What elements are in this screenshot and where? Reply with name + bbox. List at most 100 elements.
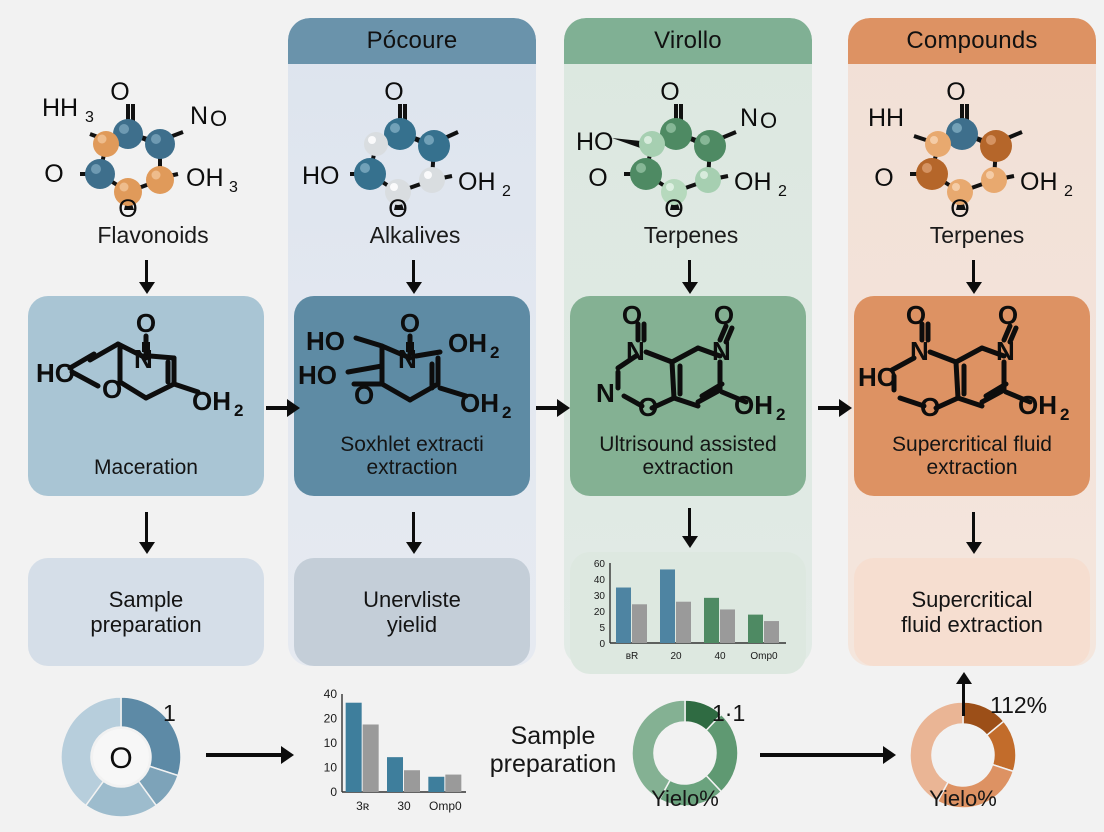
svg-text:OH: OH [734,390,773,420]
svg-text:HH: HH [868,104,904,132]
arrow-bottom-2 [760,753,884,757]
donut-left-chart: O [60,696,182,818]
svg-text:N: N [596,378,615,408]
compound-label-2: Alkalives [369,222,461,248]
svg-text:O: O [400,308,420,338]
svg-text:O: O [109,742,132,775]
svg-text:O: O [588,164,607,192]
svg-text:2: 2 [502,403,511,422]
svg-text:Omp0: Omp0 [429,799,462,813]
svg-text:0: 0 [330,785,337,799]
svg-text:N: N [134,344,153,374]
donut-left-wrap[interactable]: O [58,694,184,820]
compound-label-4: Terpenes [929,222,1025,248]
svg-text:O: O [906,300,926,330]
column-header-2: Pócoure [288,18,536,64]
svg-text:20: 20 [670,651,682,662]
svg-text:N: N [398,344,417,374]
svg-text:O: O [950,195,969,223]
svg-text:N: N [996,336,1015,366]
column-header-4: Compounds [848,18,1096,64]
svg-text:40: 40 [714,651,726,662]
compound-label-3: Terpenes [643,222,739,248]
svg-text:HO: HO [306,326,345,356]
svg-text:HO: HO [576,128,614,156]
arrow-compound-to-process-3 [688,260,691,284]
svg-text:N: N [712,336,731,366]
svg-text:2: 2 [1060,405,1069,424]
donut-green-label: Yielo% [651,786,719,811]
svg-text:40: 40 [594,575,606,586]
svg-text:O: O [998,300,1018,330]
donut-green-callout: 1·1 [712,700,746,726]
svg-text:O: O [136,308,156,338]
svg-text:O: O [44,160,63,188]
donut-left-callout: 1 [163,700,176,726]
donut-orange-wrap[interactable] [908,700,1018,810]
svg-text:10: 10 [324,761,338,775]
svg-text:3: 3 [85,109,94,126]
arrow-compound-to-process-1 [145,260,148,284]
svg-text:O: O [664,195,683,223]
svg-text:N: N [910,336,929,366]
svg-text:30: 30 [594,591,606,602]
svg-text:O: O [384,78,403,106]
arrow-process-3-to-4 [818,406,840,410]
arrow-process-2-to-3 [536,406,558,410]
donut-orange-chart [909,701,1017,809]
svg-text:20: 20 [594,607,606,618]
arrow-compound-to-process-4 [972,260,975,284]
donut-orange-label: Yielo% [929,786,997,811]
svg-text:OH: OH [734,168,772,196]
arrow-bottom-1 [206,753,282,757]
column-header-3: Virollo [564,18,812,64]
donut-green-wrap[interactable] [630,698,740,808]
svg-text:N: N [190,102,208,130]
svg-text:HO: HO [858,362,897,392]
svg-text:30: 30 [397,799,411,813]
svg-text:2: 2 [776,405,785,424]
svg-text:O: O [874,164,893,192]
svg-text:40: 40 [324,687,338,701]
arrow-compound-to-process-2 [412,260,415,284]
svg-text:60: 60 [594,559,606,570]
svg-text:2: 2 [234,401,243,420]
svg-text:O: O [920,392,940,422]
svg-text:O: O [760,108,777,133]
svg-text:O: O [388,195,407,223]
svg-text:O: O [102,374,122,404]
svg-text:OH: OH [448,328,487,358]
arrow-process-to-result-1 [145,512,148,544]
svg-text:O: O [946,78,965,106]
svg-text:OH: OH [192,386,231,416]
svg-text:2: 2 [490,343,499,362]
arrow-process-to-result-3 [688,508,691,538]
arrow-to-donut-orange [962,682,965,716]
svg-text:OH: OH [1018,390,1057,420]
svg-text:HH: HH [42,94,78,122]
svg-text:ʙR: ʙR [626,651,639,662]
svg-text:3ʀ: 3ʀ [356,799,370,813]
arrow-process-to-result-4 [972,512,975,544]
svg-text:O: O [210,106,227,131]
svg-text:OH: OH [186,164,224,192]
donut-orange-callout: 112% [990,692,1048,718]
svg-text:O: O [660,78,679,106]
